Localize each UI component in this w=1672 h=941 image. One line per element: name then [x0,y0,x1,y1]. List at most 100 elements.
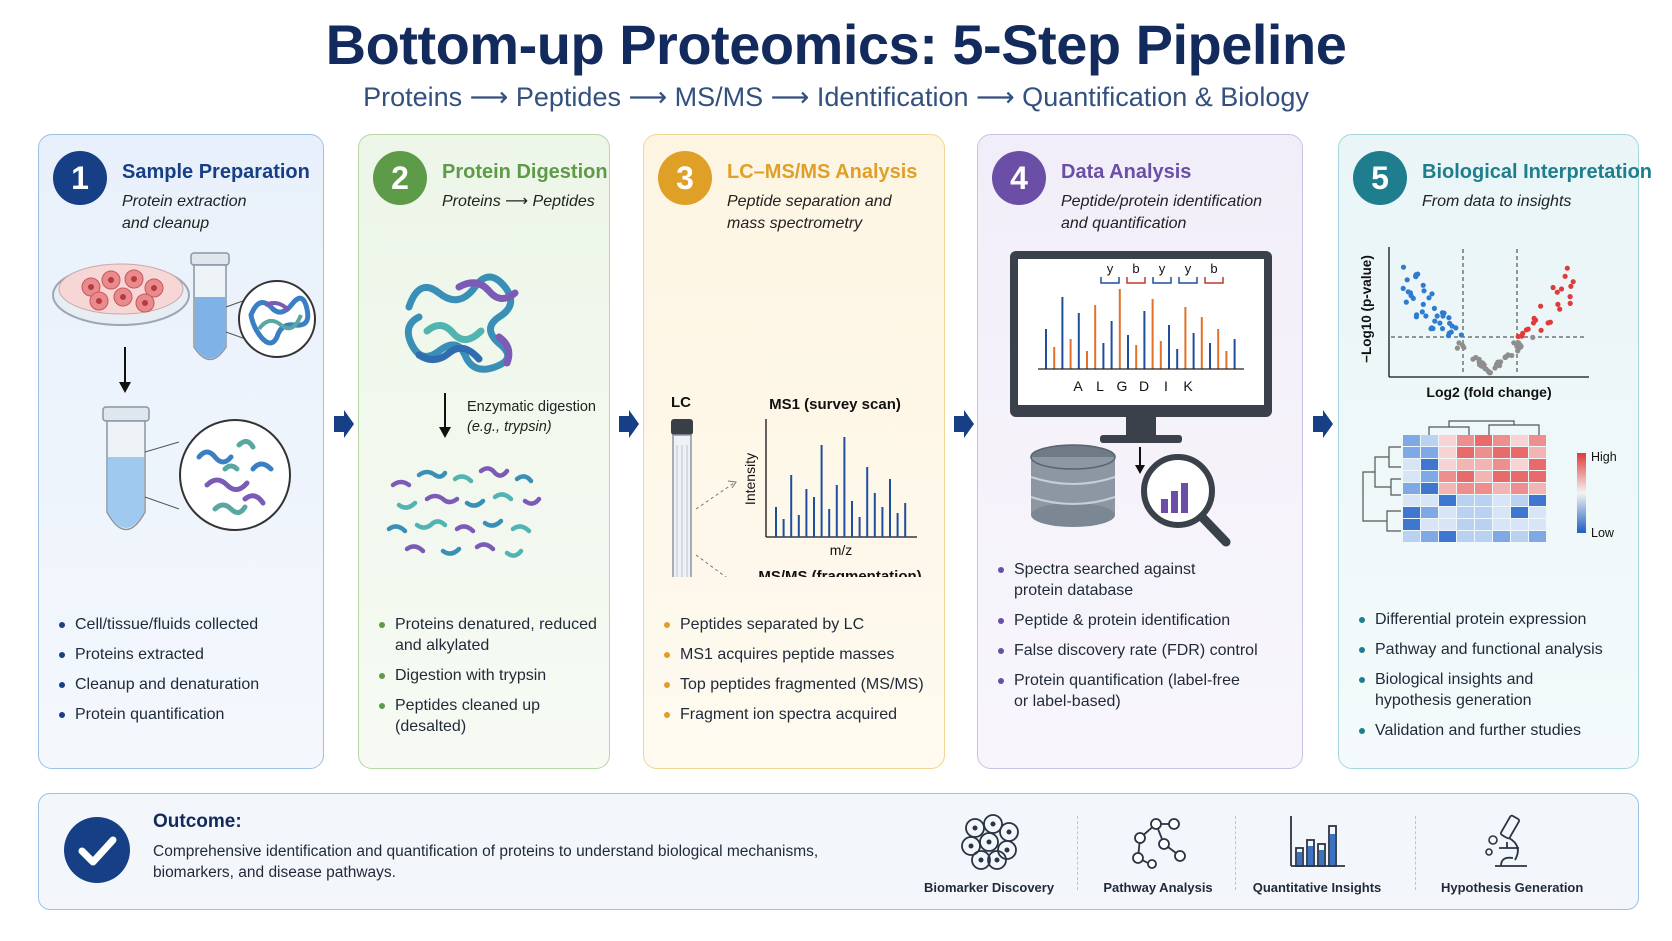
volcano-point [1481,362,1487,368]
bullet-item: Peptides cleaned up (desalted) [379,695,601,737]
outcome-label-biomarker: Biomarker Discovery [924,880,1055,895]
bullet-item: Top peptides fragmented (MS/MS) [664,674,936,695]
ms1-peaks [775,437,907,537]
volcano-point [1413,273,1419,279]
ms-spectra-illustration: LC MS1 (survey scan) Intensity m/z MS/MS… [671,394,922,577]
volcano-point [1558,286,1565,292]
volcano-point [1483,366,1489,372]
sequence-letter: G [1117,378,1128,394]
volcano-point [1421,288,1427,294]
bullet-item: Digestion with trypsin [379,665,601,686]
heatmap-cell [1493,495,1510,506]
volcano-point [1555,301,1561,307]
volcano-point [1420,301,1426,307]
heatmap-cell [1457,495,1474,506]
step-card-sample-preparation: 1 Sample Preparation Protein extraction … [38,134,324,769]
step-bullets: Peptides separated by LC MS1 acquires pe… [664,614,936,734]
volcano-point [1557,306,1563,312]
lc-column-icon [671,419,693,577]
heatmap-cell [1457,519,1474,530]
volcano-point [1423,313,1429,319]
volcano-point [1434,313,1440,319]
ms1-title: MS1 (survey scan) [769,396,901,413]
volcano-point [1439,326,1446,332]
volcano-point [1504,353,1511,359]
divider [1415,816,1416,890]
heatmap-cell [1403,495,1420,506]
sequence-letter: K [1183,378,1193,394]
volcano-point [1568,283,1574,289]
heatmap-cell [1529,519,1546,530]
volcano-point [1567,300,1573,306]
digestion-label-enzyme: (e.g., trypsin) [467,419,552,435]
heatmap-cell [1511,531,1528,542]
tube-icon [190,252,230,361]
dendrogram [1362,420,1540,532]
heatmap-cell [1457,435,1474,446]
heatmap-cell [1511,435,1528,446]
volcano-point [1428,326,1434,332]
step-title: Data Analysis [1061,161,1192,183]
step-bullets: Proteins denatured, reduced and alkylate… [379,614,601,746]
volcano-point [1520,330,1526,336]
step-card-protein-digestion: 2 Protein Digestion Proteins ⟶ Peptides [358,134,610,769]
volcano-point [1440,313,1446,319]
heatmap-cell [1529,447,1546,458]
sequence-letter: L [1096,378,1104,394]
sample-preparation-illustration [52,252,316,531]
volcano-point [1426,295,1432,301]
volcano-point [1446,330,1452,336]
volcano-x-label: Log2 (fold change) [1426,384,1551,400]
volcano-point [1567,294,1573,300]
volcano-point [1400,264,1407,270]
heatmap-cell [1457,447,1474,458]
sequence-letter: I [1164,378,1168,394]
heatmap-cell [1511,447,1528,458]
volcano-point [1531,315,1537,321]
heatmap-cell [1403,471,1420,482]
heatmap-cell [1403,519,1420,530]
heatmap-cell [1493,447,1510,458]
heatmap-cell [1421,495,1438,506]
step-subtitle: Protein extraction and cleanup [122,193,247,232]
digestion-label: Enzymatic digestion (e.g., trypsin) [467,397,596,437]
ion-bracket [1204,277,1224,284]
step-subtitle: Peptide separation and mass spectrometry [727,193,892,232]
step-number: 2 [373,151,427,205]
monitor-icon [1010,251,1272,443]
biological-interpretation-illustration: −Log10 (p-value) Log2 (fold change) [1359,247,1617,542]
step-bullets: Cell/tissue/fluids collected Proteins ex… [59,614,315,734]
sequence-letter: A [1073,378,1083,394]
heatmap-cell [1439,495,1456,506]
heatmap-cell [1421,519,1438,530]
volcano-point [1432,318,1438,324]
page-title: Bottom-up Proteomics: 5-Step Pipeline [325,13,1347,76]
heatmap-cell [1439,483,1456,494]
volcano-point [1538,303,1544,309]
heatmap-cell [1439,435,1456,446]
heatmap-cell [1475,507,1492,518]
volcano-point [1437,320,1443,326]
peptide-zoom-icon [179,419,291,531]
heatmap-cell [1475,471,1492,482]
volcano-point [1420,282,1426,288]
ion-label: b [1210,261,1217,276]
heatmap-cell [1403,435,1420,446]
sequence-letter: D [1139,378,1149,394]
bar-chart-icon [1290,816,1345,867]
microscope-icon [1485,814,1527,867]
heatmap-cell [1403,459,1420,470]
heatmap-cell [1439,471,1456,482]
step-subtitle: From data to insights [1422,193,1572,210]
heatmap-cell [1511,495,1528,506]
bullet-item: Cleanup and denaturation [59,674,315,695]
volcano-point [1564,265,1570,271]
step-number: 5 [1353,151,1407,205]
flow-arrow-icon [1313,410,1333,438]
bullet-item: Protein quantification [59,704,315,725]
lc-column-label: LC [671,394,691,411]
bullet-item: Fragment ion spectra acquired [664,704,936,725]
volcano-point [1511,340,1517,346]
volcano-point [1562,273,1568,279]
